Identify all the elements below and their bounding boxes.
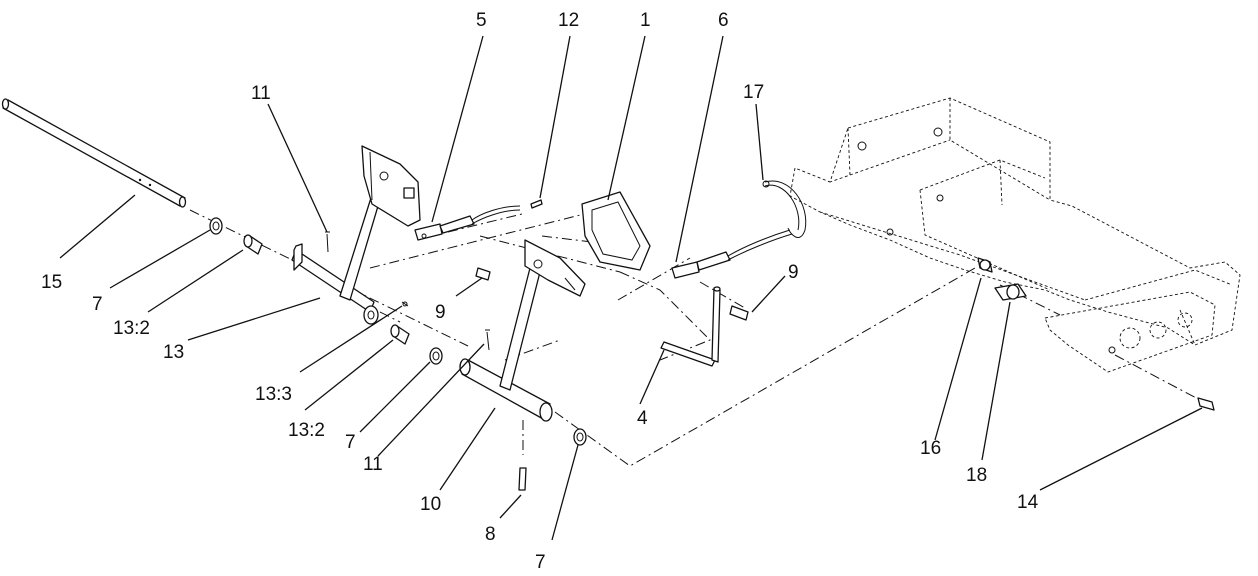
callout-7-middle: 7 [345, 432, 356, 453]
part-17-cable-loop [762, 180, 807, 239]
part-13-3-clip [401, 301, 409, 307]
callout-labels: 11 5 12 1 6 17 9 9 15 7 13:2 13 13:3 13:… [41, 10, 1039, 573]
part-16-nut [977, 257, 993, 273]
callout-11-lower: 11 [363, 454, 383, 475]
callout-15: 15 [41, 272, 62, 293]
part-7-washer-a [209, 217, 223, 235]
callout-12: 12 [558, 10, 579, 31]
part-5-cable-clevis [414, 205, 521, 241]
callout-7-upper: 7 [92, 294, 103, 315]
part-9-pin-a [475, 267, 491, 281]
part-7-washer-b [429, 347, 443, 365]
part-13-2-bushing-b [390, 324, 410, 345]
callout-8: 8 [485, 524, 496, 545]
callout-13-3: 13:3 [255, 384, 292, 405]
leader-lines [59, 35, 1203, 541]
part-6-cable-clevis [671, 229, 793, 279]
callout-5: 5 [476, 10, 487, 31]
part-15-shaft [1, 98, 187, 208]
callout-13: 13 [163, 342, 184, 363]
callout-14: 14 [1017, 492, 1039, 513]
part-8-pin [518, 467, 527, 491]
part-7-washer-c [573, 428, 587, 446]
part-13-left-pedal [291, 145, 421, 325]
part-18-spacer [994, 283, 1027, 301]
callout-18: 18 [966, 465, 987, 486]
callout-16: 16 [920, 438, 941, 459]
callout-9-left: 9 [435, 302, 446, 323]
callout-4: 4 [637, 408, 648, 429]
part-10-right-pedal [459, 239, 586, 422]
part-11-cotter-pin-b [485, 329, 490, 351]
callout-1: 1 [640, 10, 651, 31]
part-13-2-bushing-a [243, 234, 263, 255]
callout-13-2-upper: 13:2 [113, 318, 150, 339]
callout-6: 6 [718, 10, 729, 31]
callout-10: 10 [420, 494, 441, 515]
callout-17: 17 [743, 82, 764, 103]
assembly-center-lines [189, 209, 1201, 467]
frame-chassis [789, 97, 1241, 346]
callout-11-upper: 11 [251, 83, 271, 104]
rear-plate [1044, 291, 1216, 373]
part-11-cotter-pin-a [325, 231, 330, 253]
part-14-bolt [1197, 397, 1215, 411]
callout-9-right: 9 [788, 262, 799, 283]
part-1-pedal-pad [581, 191, 651, 271]
callout-7-lower: 7 [535, 552, 546, 573]
part-4-l-rod [660, 286, 721, 367]
callout-13-2-lower: 13:2 [288, 420, 325, 441]
part-9-pin-b [729, 305, 749, 321]
part-12-roll-pin [530, 199, 543, 209]
